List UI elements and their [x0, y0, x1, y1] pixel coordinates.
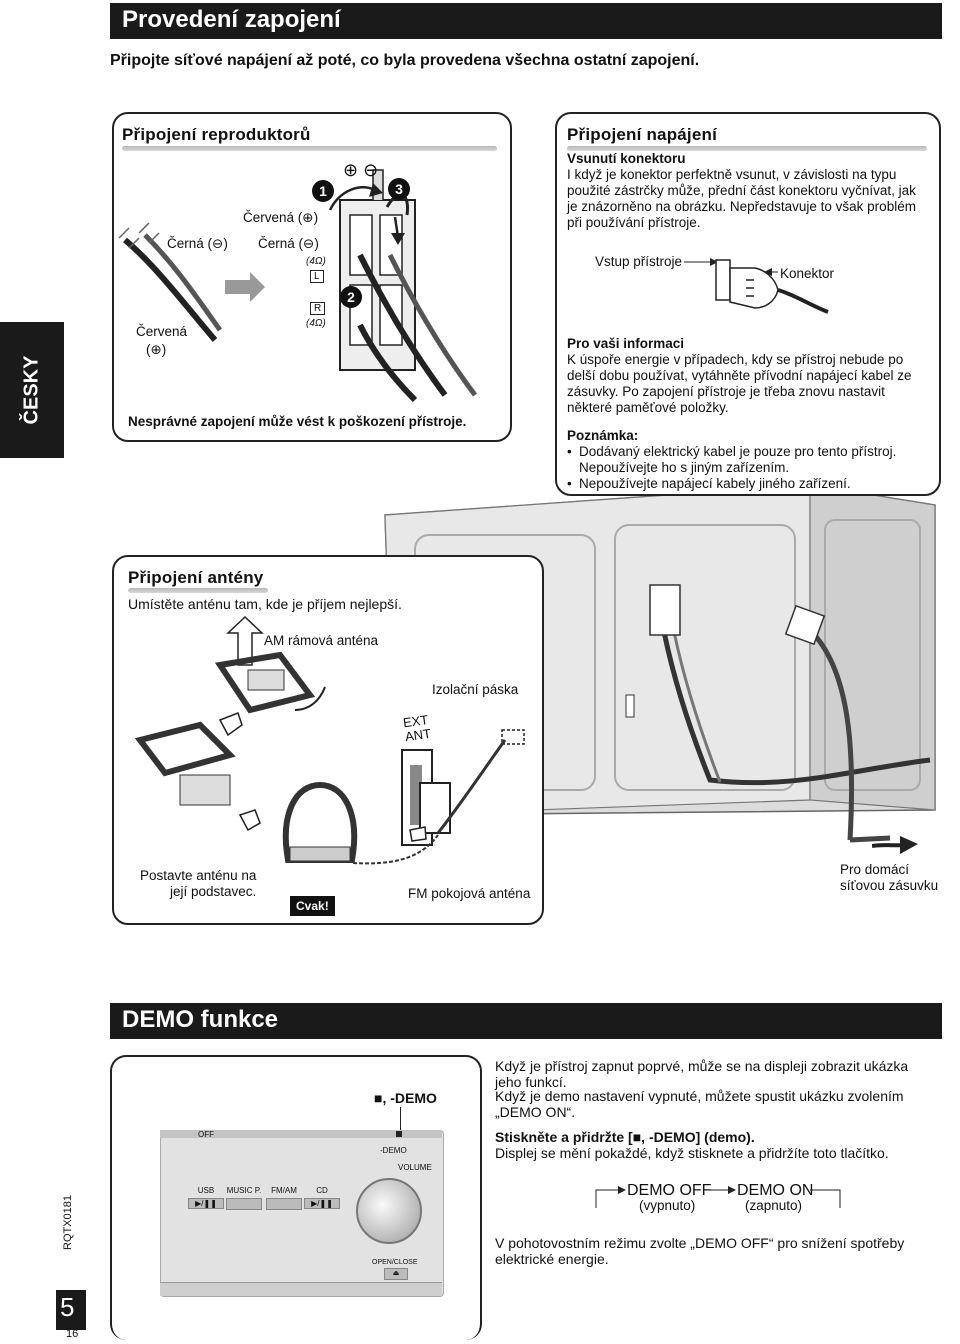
- music-p-key: [226, 1198, 262, 1210]
- demo-pointer-line: [400, 1107, 401, 1133]
- fm-antenna-label: FM pokojová anténa: [408, 886, 531, 901]
- note-item: Dodávaný elektrický kabel je pouze pro t…: [567, 444, 929, 476]
- outlet-label-2: síťovou zásuvku: [840, 878, 939, 893]
- play-pause-icon: ▶/❚❚: [188, 1198, 224, 1209]
- connector-label: Konektor: [780, 266, 835, 281]
- am-antenna-label: AM rámová anténa: [264, 633, 379, 648]
- power-connector-diagram: [684, 258, 829, 314]
- step-2-badge: 2: [340, 286, 362, 308]
- info-text: K úspoře energie v případech, kdy se pří…: [567, 352, 912, 415]
- device-volume-label: VOLUME: [398, 1163, 432, 1172]
- page-number-big: 5: [60, 1292, 75, 1322]
- speaker-heading: Připojení reproduktorů: [122, 125, 311, 144]
- demo-button-label: ■, -DEMO: [374, 1090, 437, 1106]
- speaker-wiring-diagram: [118, 169, 478, 403]
- section-title-connections: Provedení zapojení: [110, 3, 942, 39]
- cd-play-pause-icon: ▶/❚❚: [304, 1198, 340, 1209]
- fm-am-label: FM/AM: [271, 1186, 297, 1195]
- cd-label: CD: [316, 1186, 328, 1195]
- demo-intro-1: Když je přístroj zapnut poprvé, může se …: [495, 1058, 909, 1090]
- notes-list: Dodávaný elektrický kabel je pouze pro t…: [567, 444, 929, 492]
- device-demo-label: -DEMO: [380, 1146, 407, 1155]
- label-red-plus-bottom-1: Červená: [136, 324, 188, 339]
- demo-standby-text: V pohotovostním režimu zvolte „DEMO OFF“…: [495, 1235, 905, 1267]
- device-stop-icon[interactable]: [396, 1131, 402, 1137]
- page-subtitle: Připojte síťové napájení až poté, co byl…: [110, 52, 700, 69]
- music-p-label: MUSIC P.: [226, 1186, 262, 1195]
- demo-flow-arrows: [595, 1186, 841, 1208]
- eject-icon[interactable]: ⏏: [384, 1268, 408, 1280]
- power-heading: Připojení napájení: [567, 125, 718, 144]
- page-number-badge: [56, 1290, 86, 1330]
- demo-off-note: (vypnuto): [639, 1198, 696, 1213]
- demo-off-state: DEMO OFF: [627, 1182, 712, 1199]
- speaker-heading-underline: [122, 146, 497, 151]
- language-tab: ČESKY: [0, 322, 64, 458]
- doc-code: RQTX0181: [62, 1194, 74, 1250]
- stand-label-1: Postavte anténu na: [140, 868, 257, 883]
- label-black-minus-right: Černá (⊖): [258, 236, 319, 251]
- stand-label-2: její podstavec.: [170, 884, 257, 899]
- volume-knob[interactable]: [356, 1178, 422, 1244]
- step-1-badge: 1: [312, 180, 334, 202]
- demo-on-state: DEMO ON: [737, 1182, 814, 1199]
- usb-button-label: USB: [197, 1186, 215, 1195]
- plus-minus-symbols: ⊕ ⊖: [343, 160, 379, 180]
- antenna-diagram: [134, 615, 525, 865]
- antenna-intro: Umístěte anténu tam, kde je příjem nejle…: [128, 596, 402, 612]
- fm-am-button[interactable]: FM/AM: [266, 1186, 302, 1210]
- power-heading-underline: [567, 146, 927, 151]
- demo-on-note: (zapnuto): [745, 1198, 803, 1213]
- page-number-small: 16: [66, 1328, 79, 1340]
- tape-label: Izolační páska: [432, 682, 519, 697]
- speaker-warning: Nesprávné zapojení může vést k poškození…: [128, 414, 467, 429]
- insert-text: I když je konektor perfektně vsunut, v z…: [567, 167, 916, 230]
- label-L: L: [310, 270, 324, 283]
- label-red-plus-top: Červená (⊕): [243, 210, 319, 225]
- notes-title: Poznámka:: [567, 428, 639, 443]
- music-p-button[interactable]: MUSIC P.: [226, 1186, 262, 1210]
- usb-button[interactable]: USB ▶/❚❚: [188, 1186, 224, 1209]
- info-title: Pro vaši informaci: [567, 336, 685, 351]
- label-red-plus-bottom-2: (⊕): [146, 342, 167, 357]
- outlet-label-1: Pro domácí: [840, 862, 910, 877]
- demo-instruction-text: Displej se mění pokaždé, když stisknete …: [495, 1145, 889, 1161]
- antenna-heading: Připojení antény: [128, 568, 264, 587]
- label-R: R: [310, 302, 326, 315]
- device-top-strip: [160, 1130, 442, 1138]
- note-item: Nepoužívejte napájecí kabely jiného zaří…: [567, 476, 929, 492]
- cd-button[interactable]: CD ▶/❚❚: [304, 1186, 340, 1209]
- fm-am-key: [266, 1198, 302, 1210]
- antenna-heading-underline: [128, 588, 268, 593]
- insert-title: Vsunutí konektoru: [567, 151, 686, 166]
- step-3-badge: 3: [388, 178, 410, 200]
- device-disc-tray: [160, 1282, 442, 1296]
- label-ohm-bottom: (4Ω): [306, 318, 326, 329]
- inlet-label: Vstup přístroje: [595, 254, 683, 269]
- label-ohm-top: (4Ω): [306, 256, 326, 267]
- demo-instruction-bold: Stiskněte a přidržte [■, -DEMO] (demo).: [495, 1129, 755, 1145]
- open-close-label: OPEN/CLOSE: [372, 1259, 418, 1266]
- antenna-connection-panel: [112, 555, 544, 925]
- section-title-demo: DEMO funkce: [110, 1003, 942, 1039]
- outlet-arrow-icon: [872, 836, 918, 854]
- label-black-minus-left: Černá (⊖): [167, 236, 228, 251]
- device-off-label: OFF: [198, 1130, 214, 1139]
- language-tab-label: ČESKY: [20, 355, 43, 425]
- demo-intro-2: Když je demo nastavení vypnuté, můžete s…: [495, 1088, 904, 1120]
- click-badge: Cvak!: [290, 896, 335, 916]
